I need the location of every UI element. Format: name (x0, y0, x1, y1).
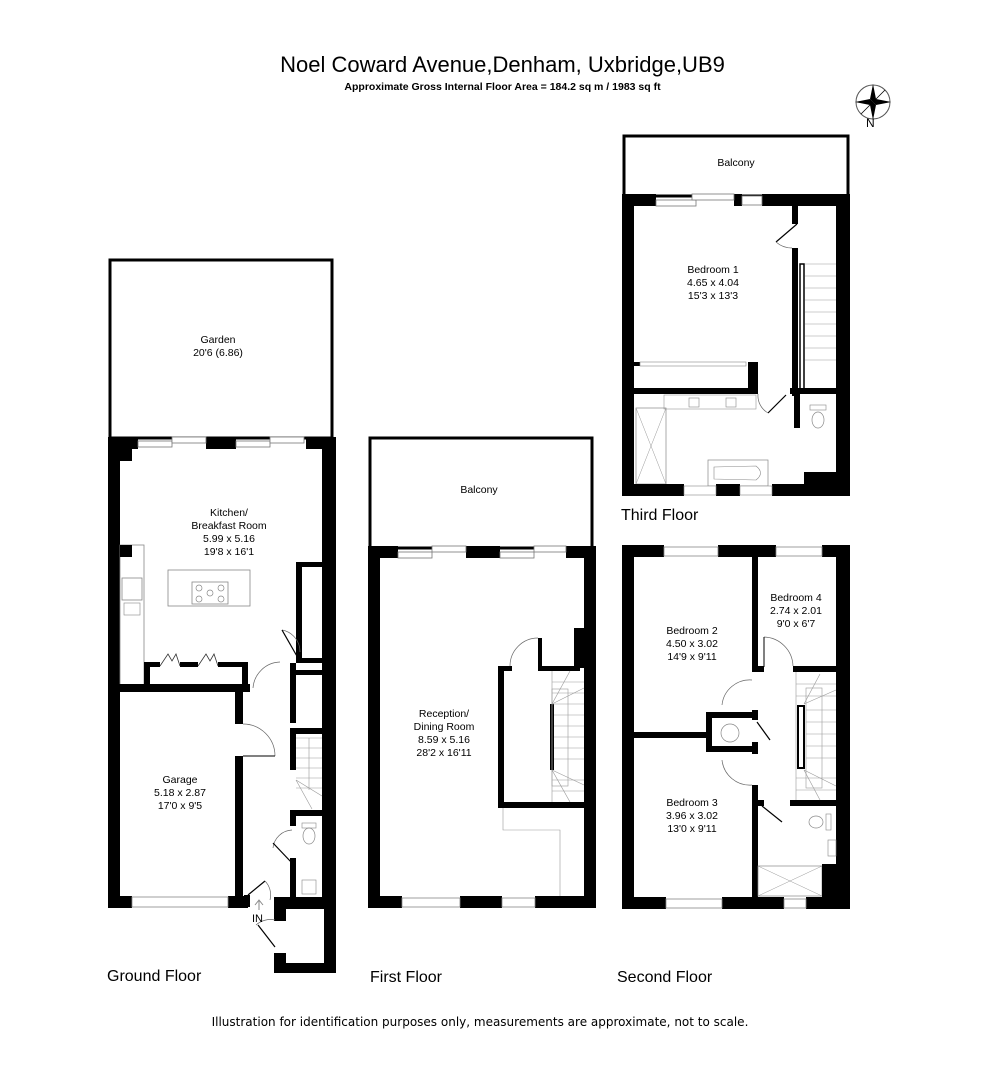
room-label-bedroom-2: Bedroom 2 4.50 x 3.02 14'9 x 9'11 (666, 625, 718, 664)
room-dimensions-metric: 4.50 x 3.02 (666, 638, 718, 650)
room-name: Bedroom 1 (687, 264, 739, 276)
room-dimensions-imperial: 13'0 x 9'11 (667, 823, 717, 835)
room-name: Reception/ (418, 708, 470, 720)
room-dimensions-imperial: 28'2 x 16'11 (416, 747, 472, 759)
room-dimensions-metric: 5.99 x 5.16 (203, 533, 255, 545)
room-dimensions-metric: 5.18 x 2.87 (154, 787, 206, 799)
room-dimensions-imperial: 9'0 x 6'7 (776, 618, 816, 630)
room-name: Kitchen/ (210, 507, 248, 519)
room-name: Bedroom 4 (770, 592, 822, 604)
room-dimensions-imperial: 14'9 x 9'11 (667, 651, 717, 663)
room-label-third-balcony: Balcony (717, 157, 754, 170)
entrance-label: IN (252, 913, 263, 925)
room-dimensions: 20'6 (6.86) (193, 347, 243, 359)
floor-label-third: Third Floor (621, 507, 699, 524)
compass-rose-icon (855, 84, 891, 120)
room-dimensions-metric: 8.59 x 5.16 (418, 734, 470, 746)
ground-floor-plan (108, 258, 336, 973)
floor-label-first: First Floor (370, 969, 442, 986)
room-name: Balcony (717, 157, 755, 169)
page-title: Noel Coward Avenue,Denham, Uxbridge,UB9 (280, 52, 725, 77)
floor-label-ground: Ground Floor (107, 968, 202, 985)
room-dimensions-imperial: 19'8 x 16'1 (203, 546, 255, 558)
third-floor-plan (622, 134, 850, 496)
room-name: Garden (200, 334, 236, 346)
room-name-line2: Breakfast Room (191, 520, 267, 532)
room-dimensions-metric: 2.74 x 2.01 (770, 605, 822, 617)
disclaimer-text: Illustration for identification purposes… (211, 1015, 749, 1029)
room-name: Garage (162, 774, 198, 786)
room-name: Bedroom 3 (666, 797, 718, 809)
room-label-bedroom-4: Bedroom 4 2.74 x 2.01 9'0 x 6'7 (770, 592, 822, 631)
room-dimensions-imperial: 15'3 x 13'3 (687, 290, 739, 302)
room-label-reception: Reception/ Dining Room 8.59 x 5.16 28'2 … (414, 708, 475, 760)
room-label-garden: Garden 20'6 (6.86) (193, 334, 243, 360)
first-floor-plan (368, 436, 596, 908)
room-dimensions-imperial: 17'0 x 9'5 (157, 800, 203, 812)
room-name-line2: Dining Room (413, 721, 475, 733)
room-name: Bedroom 2 (666, 625, 718, 637)
compass-north-label: N (866, 116, 875, 130)
room-dimensions-metric: 3.96 x 3.02 (666, 810, 718, 822)
room-label-garage: Garage 5.18 x 2.87 17'0 x 9'5 (154, 774, 206, 813)
room-name: Balcony (460, 484, 498, 496)
room-label-bedroom-3: Bedroom 3 3.96 x 3.02 13'0 x 9'11 (666, 797, 718, 836)
room-label-kitchen: Kitchen/ Breakfast Room 5.99 x 5.16 19'8… (191, 507, 266, 559)
floor-label-second: Second Floor (617, 969, 713, 986)
room-dimensions-metric: 4.65 x 4.04 (687, 277, 739, 289)
room-label-bedroom-1: Bedroom 1 4.65 x 4.04 15'3 x 13'3 (687, 264, 739, 303)
floor-area-subtitle: Approximate Gross Internal Floor Area = … (344, 81, 661, 93)
second-floor-plan (622, 545, 850, 909)
room-label-first-balcony: Balcony (460, 484, 497, 497)
